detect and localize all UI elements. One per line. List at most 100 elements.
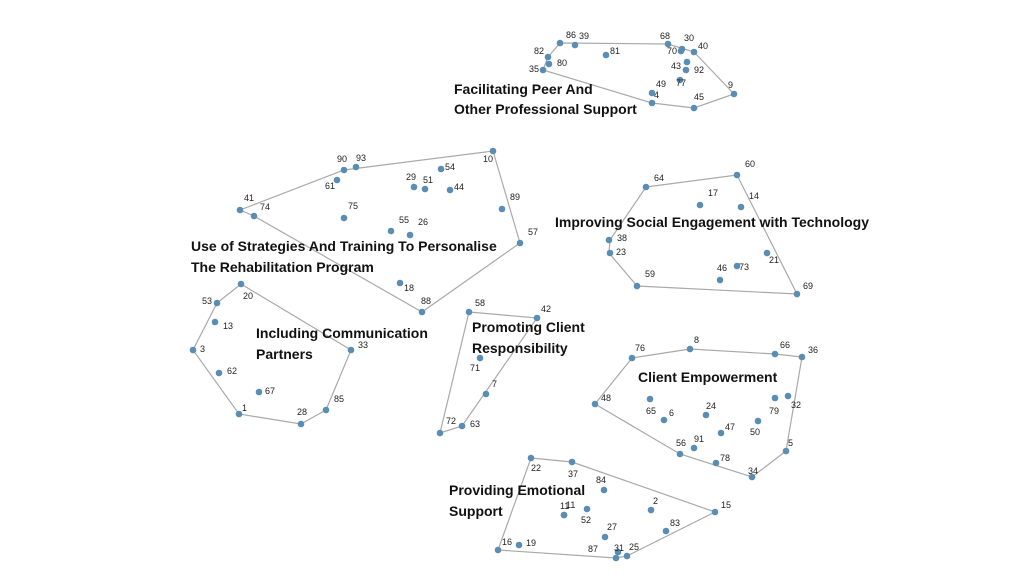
statement-number-label: 64 [654,173,664,183]
statement-number-label: 16 [502,537,512,547]
statement-point [436,429,444,437]
statement-point [213,299,221,307]
statement-number-label: 65 [646,406,656,416]
statement-point [748,473,756,481]
statement-number-label: 19 [526,538,536,548]
statement-number-label: 77 [676,78,686,88]
statement-number-label: 43 [671,61,681,71]
statement-point [465,308,473,316]
statement-point [236,206,244,214]
statement-point [347,346,355,354]
statement-number-label: 88 [421,296,431,306]
statement-number-label: 18 [404,283,414,293]
statement-number-label: 90 [337,154,347,164]
cluster-title-line-1: Providing Emotional [449,482,585,498]
statement-number-label: 9 [728,80,733,90]
statement-number-label: 11 [560,501,569,511]
statement-number-label: 15 [721,500,731,510]
statement-number-label: 76 [635,343,645,353]
statement-point [648,99,656,107]
statement-number-label: 70 [667,46,677,56]
statement-number-label: 42 [541,304,551,314]
statement-point [623,552,631,560]
statement-point [690,104,698,112]
statement-number-label: 4 [654,90,659,100]
statement-number-label: 46 [717,263,727,273]
statement-number-label: 14 [749,191,759,201]
statement-point [533,314,541,322]
statement-point [717,429,725,437]
statement-number-label: 38 [617,233,627,243]
statement-number-label: 87 [588,544,598,554]
statement-number-label: 72 [446,416,456,426]
statement-point [539,66,547,74]
statement-point [662,527,670,535]
statement-point [733,262,741,270]
statement-point [410,183,418,191]
statement-number-label: 21 [769,255,779,265]
statement-point [648,89,656,97]
statement-point [696,201,704,209]
statement-point [583,505,591,513]
statement-number-label: 51 [423,175,433,185]
statement-point [418,308,426,316]
statement-point [660,416,668,424]
cluster-title-line-1: Promoting Client [472,319,585,335]
statement-number-label: 34 [748,466,758,476]
statement-number-label: 86 [566,30,576,40]
statement-number-label: 27 [607,522,617,532]
statement-point [297,420,305,428]
statement-point [482,390,490,398]
statement-number-label: 82 [534,46,544,56]
statement-number-label: 31 [614,543,624,553]
cluster-title-line-2: Responsibility [472,340,568,356]
statement-number-label: 49 [656,79,666,89]
statement-point [676,450,684,458]
statement-number-label: 60 [745,159,755,169]
statement-number-label: 6 [669,408,674,418]
statement-point [556,39,564,47]
statement-number-label: 48 [601,393,611,403]
statement-number-label: 40 [698,41,708,51]
statement-point [437,165,445,173]
statement-point [600,486,608,494]
statement-point [798,353,806,361]
statement-number-label: 54 [445,162,455,172]
statement-point [494,546,502,554]
statement-number-label: 74 [260,202,270,212]
statement-number-label: 20 [243,291,253,301]
statement-number-label: 25 [629,542,639,552]
statement-number-label: 85 [334,394,344,404]
statement-point [605,236,613,244]
statement-number-label: 67 [265,386,275,396]
statement-number-label: 53 [202,296,212,306]
cluster-boundary [542,42,736,109]
statement-number-label: 11 [566,500,575,510]
statement-point [690,48,698,56]
statement-number-label: 26 [418,217,428,227]
statement-number-label: 56 [676,438,686,448]
statement-number-label: 7 [492,379,497,389]
statement-point [516,239,524,247]
statement-point [545,60,553,68]
statement-number-label: 10 [483,154,493,164]
statement-point [676,76,684,84]
statement-point [793,290,801,298]
statement-number-label: 36 [808,345,818,355]
statement-number-label: 28 [297,407,307,417]
statement-point [544,53,552,61]
statement-number-label: 68 [660,31,670,41]
cluster-title-line-1: Improving Social Engagement with Technol… [555,214,869,230]
statement-number-label: 78 [720,453,730,463]
statement-number-label: 44 [454,182,464,192]
statement-number-label: 30 [684,33,694,43]
statement-point [633,282,641,290]
statement-number-label: 1 [242,403,247,413]
statement-point [683,58,691,66]
statement-number-label: 80 [557,58,567,68]
statement-point [784,392,792,400]
statement-point [446,186,454,194]
